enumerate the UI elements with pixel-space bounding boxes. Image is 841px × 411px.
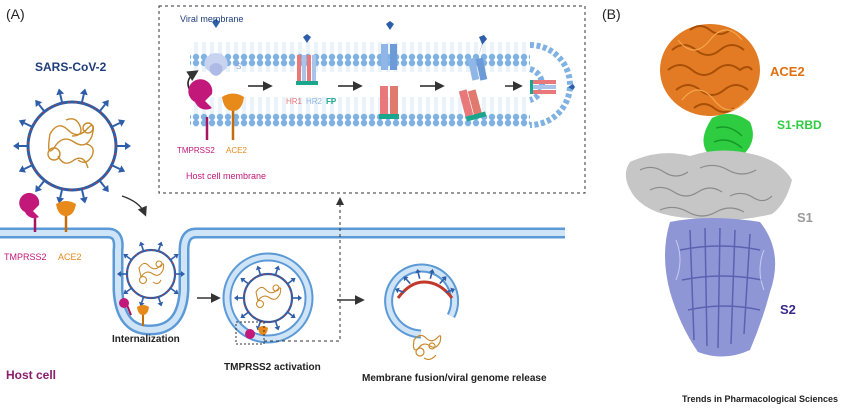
- inset-tmprss2: [188, 79, 213, 140]
- activation-receptors: [245, 326, 268, 339]
- endosome-activation: [222, 252, 314, 344]
- s2-stage-folding: [458, 35, 488, 122]
- ace2-receptor-free: [56, 201, 76, 232]
- inset-viral-membrane-label: Viral membrane: [180, 14, 244, 24]
- s1-structure: [625, 150, 792, 221]
- s-protein-prefusion: [204, 19, 228, 76]
- inset-host-membrane-label: Host cell membrane: [186, 171, 267, 181]
- ace2-label: ACE2: [58, 252, 82, 262]
- s1-rbd-structure-label: S1-RBD: [777, 118, 822, 132]
- s2-structure: [665, 218, 776, 357]
- step-activation-label: TMPRSS2 activation: [224, 362, 321, 373]
- s2-stage-extended: [379, 21, 399, 119]
- ace2-structure-label: ACE2: [770, 64, 805, 79]
- host-cell-membrane: [0, 227, 565, 336]
- ace2-protein-structure: [660, 24, 760, 116]
- s2-stage-hairpin: [530, 80, 575, 94]
- internalizing-virion: [125, 248, 177, 300]
- internalization-receptors: [119, 298, 149, 326]
- endosome-virion: [242, 272, 294, 324]
- sars-cov-2-virion: [26, 100, 118, 192]
- host-cell-label: Host cell: [6, 368, 57, 382]
- step-internalization-label: Internalization: [112, 334, 180, 345]
- inset-ace2-label: ACE2: [226, 146, 247, 155]
- inset-ace2: [222, 93, 244, 140]
- step-fusion-label: Membrane fusion/viral genome release: [362, 373, 547, 384]
- inset-hr1-label: HR1: [286, 97, 303, 106]
- fused-viral-envelope: [396, 280, 454, 299]
- released-genome: [412, 334, 442, 361]
- spike-protein: [12, 141, 29, 151]
- inset-s-label: S: [236, 62, 242, 71]
- inset-tmprss2-label: TMPRSS2: [177, 146, 215, 155]
- s1-structure-label: S1: [797, 210, 813, 225]
- virus-title: SARS-CoV-2: [35, 60, 107, 74]
- panel-b-label: (B): [602, 6, 621, 22]
- tmprss2-label: TMPRSS2: [4, 252, 47, 262]
- inset-hr2-label: HR2: [306, 97, 323, 106]
- tmprss2-receptor-free: [19, 192, 40, 232]
- s2-stage-exposed: [296, 34, 318, 85]
- spike-protein: [115, 141, 132, 151]
- s2-structure-label: S2: [780, 302, 796, 317]
- panel-a-label: (A): [6, 6, 25, 22]
- inset-fp-label: FP: [326, 97, 337, 106]
- journal-footer: Trends in Pharmacological Sciences: [682, 394, 839, 404]
- spike-protein: [233, 294, 245, 302]
- activation-zoom-box: [235, 321, 265, 345]
- spike-protein: [291, 294, 303, 302]
